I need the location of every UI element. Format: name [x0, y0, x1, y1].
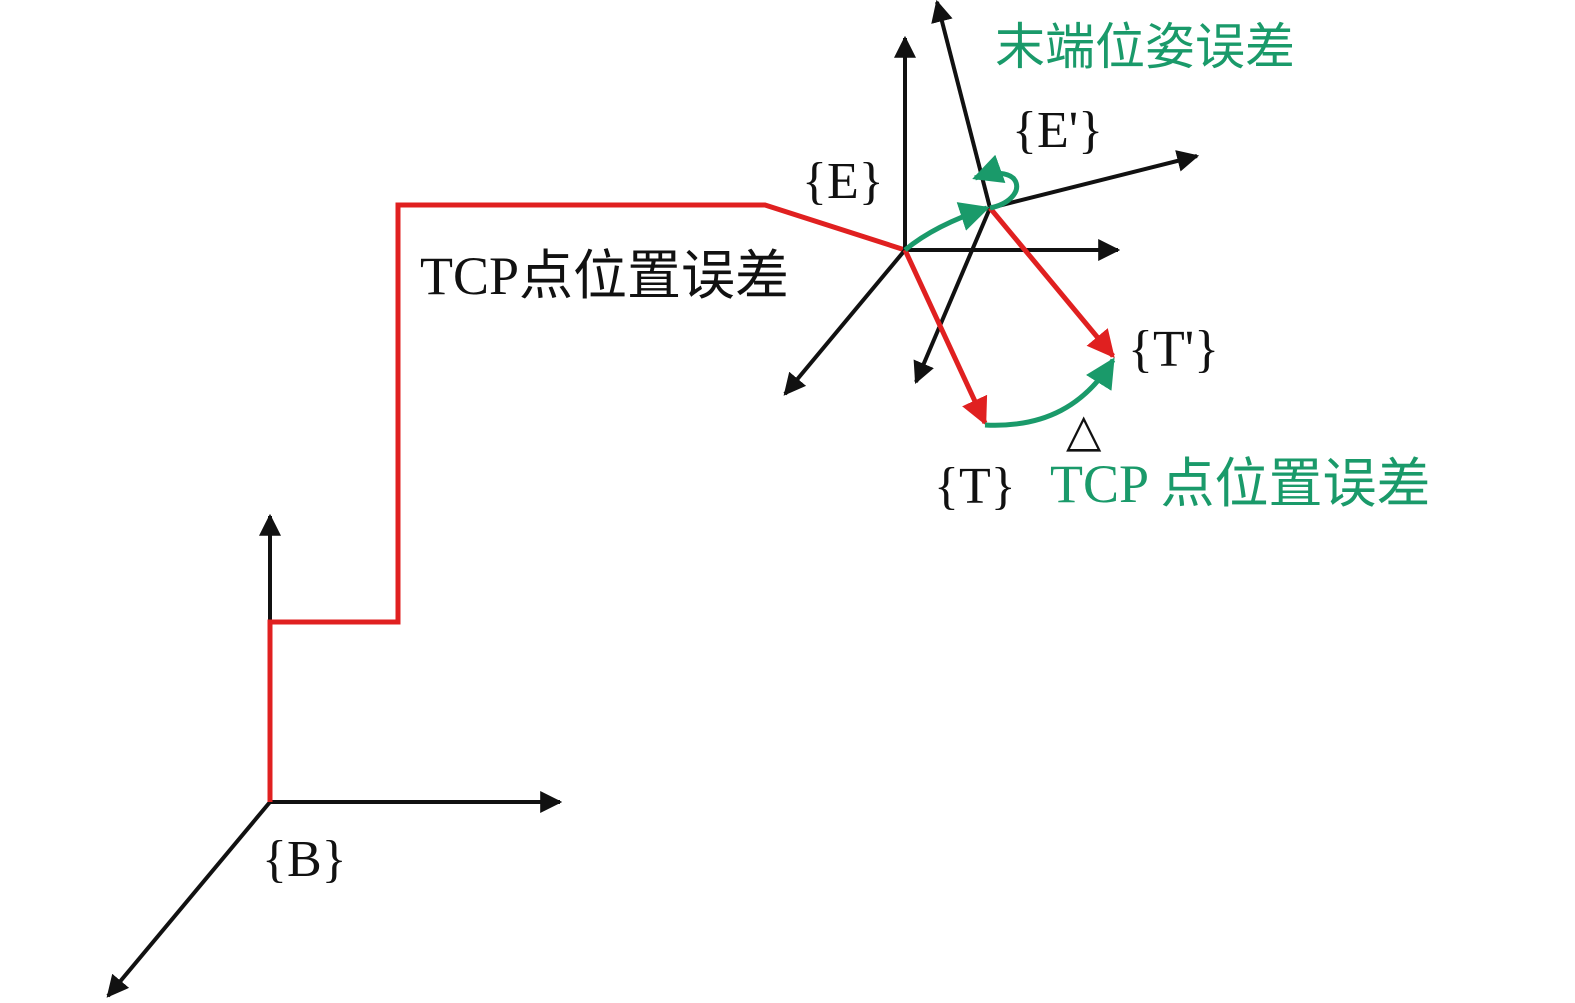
tcp-position-error-arc: [984, 357, 1116, 428]
label-frame-base: {B}: [262, 831, 347, 888]
label-tcp-error-black: TCP点位置误差: [420, 246, 789, 306]
label-frame-tool: {T}: [934, 458, 1016, 515]
label-frame-tool-prime: {T'}: [1128, 321, 1219, 378]
label-end-pose-error: 末端位姿误差: [995, 19, 1295, 75]
label-frame-end: {E}: [802, 153, 884, 210]
end-axis-y: [783, 248, 907, 396]
kinematic-chain: [267, 202, 906, 802]
end-rotation-error-arc: [972, 154, 1020, 211]
label-frame-end-prime: {E'}: [1012, 102, 1103, 159]
end-prime-axis-x: [989, 150, 1200, 210]
tool-vector-actual: [988, 206, 1115, 359]
base-frame-axes: [106, 513, 563, 998]
label-delta: △: [1066, 405, 1102, 456]
label-tcp-error-green: TCP 点位置误差: [1050, 454, 1431, 514]
end-position-error-arrow: [903, 202, 990, 252]
tool-vector-nominal: [902, 248, 988, 426]
end-prime-axis-y: [913, 207, 992, 385]
end-frame-axes: [783, 35, 1121, 396]
base-axis-y: [106, 800, 272, 998]
